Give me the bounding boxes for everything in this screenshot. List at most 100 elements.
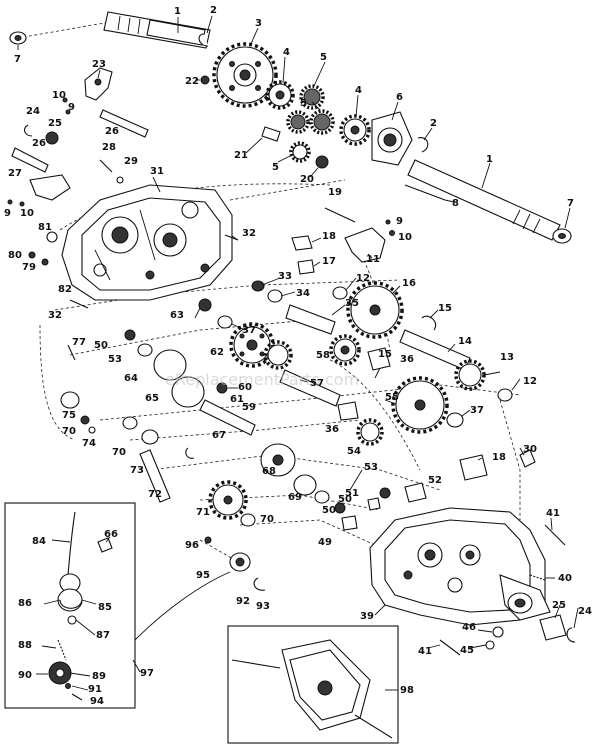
part-label-17: 17 bbox=[322, 256, 336, 267]
part-label-9: 9 bbox=[68, 102, 75, 113]
part-label-92: 92 bbox=[236, 596, 250, 607]
part-label-24: 24 bbox=[26, 106, 40, 117]
part-label-4: 4 bbox=[355, 85, 362, 96]
part-label-88: 88 bbox=[18, 640, 32, 651]
part-label-67: 67 bbox=[212, 430, 226, 441]
part-label-85: 85 bbox=[98, 602, 112, 613]
part-label-30: 30 bbox=[523, 444, 537, 455]
part-label-11: 11 bbox=[366, 254, 380, 265]
part-label-62: 62 bbox=[210, 347, 224, 358]
part-label-28: 28 bbox=[102, 142, 116, 153]
part-label-95: 95 bbox=[196, 570, 210, 581]
part-label-7: 7 bbox=[14, 54, 21, 65]
part-label-1: 1 bbox=[174, 6, 181, 17]
part-label-7: 7 bbox=[567, 198, 574, 209]
part-label-5: 5 bbox=[300, 98, 307, 109]
part-label-98: 98 bbox=[400, 685, 414, 696]
part-label-15: 15 bbox=[378, 349, 392, 360]
middle-gear-train bbox=[60, 207, 536, 531]
part-label-21: 21 bbox=[234, 150, 248, 161]
part-label-10: 10 bbox=[20, 208, 34, 219]
part-label-19: 19 bbox=[328, 187, 342, 198]
part-label-80: 80 bbox=[8, 250, 22, 261]
part-label-60: 60 bbox=[238, 382, 252, 393]
part-label-49: 49 bbox=[318, 537, 332, 548]
part-label-23: 23 bbox=[92, 59, 106, 70]
part-label-75: 75 bbox=[62, 410, 76, 421]
part-label-72: 72 bbox=[148, 489, 162, 500]
control-linkage bbox=[134, 536, 266, 641]
part-label-32: 32 bbox=[48, 310, 62, 321]
part-label-77: 77 bbox=[72, 337, 86, 348]
part-label-93: 93 bbox=[256, 601, 270, 612]
part-label-26: 26 bbox=[105, 126, 119, 137]
part-label-12: 12 bbox=[523, 376, 537, 387]
part-label-26: 26 bbox=[32, 138, 46, 149]
part-label-6: 6 bbox=[396, 92, 403, 103]
part-label-50: 50 bbox=[338, 494, 352, 505]
part-label-10: 10 bbox=[398, 232, 412, 243]
watermark-text: eReplacementParts.com bbox=[165, 370, 359, 389]
small-bearing bbox=[200, 75, 210, 85]
part-label-59: 59 bbox=[242, 402, 256, 413]
part-label-25: 25 bbox=[552, 600, 566, 611]
part-label-22: 22 bbox=[185, 76, 199, 87]
part-label-10: 10 bbox=[52, 90, 66, 101]
part-label-32: 32 bbox=[242, 228, 256, 239]
part-label-50: 50 bbox=[94, 340, 108, 351]
part-label-61: 61 bbox=[230, 394, 244, 405]
part-label-94: 94 bbox=[90, 696, 104, 707]
part-label-18: 18 bbox=[492, 452, 506, 463]
part-label-5: 5 bbox=[320, 52, 327, 63]
inset-detail-box bbox=[4, 502, 136, 709]
part-label-37: 37 bbox=[470, 405, 484, 416]
part-label-55: 55 bbox=[385, 392, 399, 403]
part-label-64: 64 bbox=[124, 373, 138, 384]
part-label-68: 68 bbox=[262, 466, 276, 477]
part-label-53: 53 bbox=[364, 462, 378, 473]
part-label-58: 58 bbox=[316, 350, 330, 361]
part-label-82: 82 bbox=[58, 284, 72, 295]
assembled-unit-inset bbox=[227, 625, 399, 744]
part-label-54: 54 bbox=[347, 446, 361, 457]
part-label-12: 12 bbox=[356, 273, 370, 284]
part-label-29: 29 bbox=[124, 156, 138, 167]
part-label-74: 74 bbox=[82, 438, 96, 449]
part-label-3: 3 bbox=[255, 18, 262, 29]
part-label-2: 2 bbox=[430, 118, 437, 129]
left-housing-half bbox=[61, 184, 239, 309]
part-label-40: 40 bbox=[558, 573, 572, 584]
upper-shaft-assembly bbox=[9, 11, 572, 244]
part-label-33: 33 bbox=[278, 271, 292, 282]
part-label-84: 84 bbox=[32, 536, 46, 547]
part-label-89: 89 bbox=[92, 671, 106, 682]
spur-gear bbox=[265, 80, 295, 110]
part-label-51: 51 bbox=[345, 488, 359, 499]
part-label-27: 27 bbox=[8, 168, 22, 179]
part-label-70: 70 bbox=[112, 447, 126, 458]
part-label-2: 2 bbox=[210, 5, 217, 16]
part-label-4: 4 bbox=[283, 47, 290, 58]
part-label-41: 41 bbox=[418, 646, 432, 657]
part-label-1: 1 bbox=[486, 154, 493, 165]
part-label-81: 81 bbox=[38, 222, 52, 233]
part-label-66: 66 bbox=[104, 529, 118, 540]
part-label-18: 18 bbox=[322, 231, 336, 242]
part-label-97: 97 bbox=[140, 668, 154, 679]
part-label-65: 65 bbox=[145, 393, 159, 404]
part-label-15: 15 bbox=[438, 303, 452, 314]
part-label-24: 24 bbox=[578, 606, 592, 617]
part-label-14: 14 bbox=[458, 336, 472, 347]
part-label-37: 37 bbox=[242, 325, 256, 336]
part-label-20: 20 bbox=[300, 174, 314, 185]
part-label-91: 91 bbox=[88, 684, 102, 695]
part-label-5: 5 bbox=[272, 162, 279, 173]
part-label-8: 8 bbox=[452, 198, 459, 209]
part-label-69: 69 bbox=[288, 492, 302, 503]
part-label-63: 63 bbox=[170, 310, 184, 321]
part-label-13: 13 bbox=[500, 352, 514, 363]
part-label-71: 71 bbox=[196, 507, 210, 518]
part-label-50: 50 bbox=[322, 505, 336, 516]
